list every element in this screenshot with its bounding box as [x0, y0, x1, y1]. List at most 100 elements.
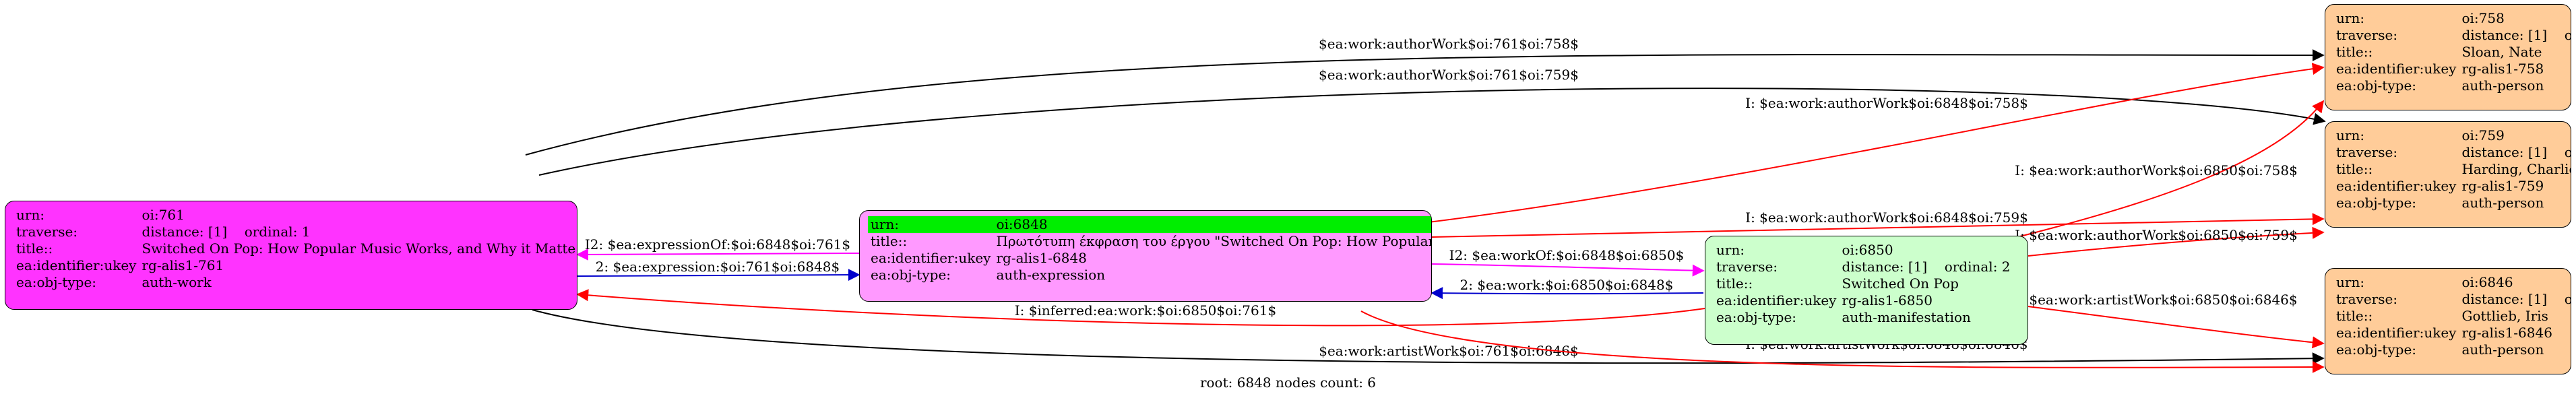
edge-label: I: $ea:work:authorWork$oi:6850$oi:758$	[2015, 162, 2298, 178]
field-value: auth-expression	[996, 267, 1106, 283]
node-759-table: urn: oi:759 traverse: distance: [1] ordina…	[2333, 127, 2571, 211]
field-value: oi:6846	[2461, 274, 2513, 290]
field-value: Switched On Pop	[1842, 275, 1959, 292]
edge-label: I2: $ea:expressionOf:$oi:6848$oi:761$	[585, 236, 850, 253]
edge-6848-759: I: $ea:work:authorWork$oi:6848$oi:759$	[1431, 209, 2325, 238]
edge-label: $ea:work:artistWork$oi:761$oi:6846$	[1319, 343, 1579, 359]
field-key: ea:obj-type:	[871, 267, 951, 283]
field-value: rg-alis1-759	[2461, 178, 2544, 194]
field-value: distance: [1]	[1842, 259, 1928, 275]
edge-761-6846: $ea:work:artistWork$oi:761$oi:6846$	[532, 309, 2325, 365]
field-value: oi:6848	[993, 216, 1431, 233]
field-key: title::	[2336, 308, 2373, 324]
edge-6850-6846: I: $ea:work:artistWork$oi:6850$oi:6846$	[2015, 292, 2325, 349]
field-value: Switched On Pop: How Popular Music Works…	[142, 240, 577, 257]
field-key: title::	[2336, 44, 2373, 60]
field-key: urn:	[1716, 242, 1745, 258]
field-value: rg-alis1-6850	[1842, 292, 1933, 308]
field-key: ea:obj-type:	[1716, 309, 1797, 325]
field-key: urn:	[2336, 274, 2365, 290]
node-6848-table: urn:oi:6848 title::Πρωτότυπη έκφραση του…	[868, 216, 1432, 284]
node-6846-table: urn:oi:6846 traverse:distance: [1] ordin…	[2333, 274, 2571, 358]
field-value: Πρωτότυπη έκφραση του έργου "Switched On…	[996, 233, 1432, 249]
field-key: urn:	[2336, 127, 2365, 143]
node-6850[interactable]: urn: oi:6850 traverse: distance: [1] ordin…	[1705, 236, 2028, 345]
node-759[interactable]: urn: oi:759 traverse: distance: [1] ordina…	[2325, 121, 2571, 228]
field-key: title::	[2336, 161, 2373, 177]
field-key: urn:	[2336, 10, 2365, 26]
edge-label: I: $ea:work:authorWork$oi:6848$oi:759$	[1745, 209, 2028, 226]
field-value: oi:758	[2461, 10, 2505, 26]
field-value: auth-person	[2461, 195, 2544, 211]
field-value: Sloan, Nate	[2461, 44, 2542, 60]
field-value: Gottlieb, Iris	[2461, 308, 2548, 324]
edge-6848-6850: I2: $ea:workOf:$oi:6848$oi:6850$	[1431, 247, 1705, 277]
field-key: ea:identifier:ukey	[16, 257, 137, 273]
field-value: auth-person	[2461, 77, 2544, 94]
field-key: title::	[16, 240, 53, 257]
field-key: ea:obj-type:	[2336, 195, 2417, 211]
field-key: urn:	[16, 207, 45, 223]
graph-footer: root: 6848 nodes count: 6	[1199, 374, 1377, 391]
edge-label: I: $ea:work:authorWork$oi:6850$oi:759$	[2015, 227, 2298, 243]
node-758[interactable]: urn:oi:758 traverse:distance: [1] ordina…	[2325, 4, 2571, 110]
field-value: auth-manifestation	[1842, 309, 1971, 325]
edge-label: 2: $ea:expression:$oi:761$oi:6848$	[596, 259, 840, 275]
edge-label: I: $inferred:ea:work:$oi:6850$oi:761$	[1015, 302, 1276, 319]
edge-label: $ea:work:authorWork$oi:761$oi:759$	[1319, 67, 1579, 83]
edge-label: 2: $ea:work:$oi:6850$oi:6848$	[1460, 277, 1674, 293]
field-value: rg-alis1-761	[142, 257, 224, 273]
edge-761-6848: 2: $ea:expression:$oi:761$oi:6848$	[577, 259, 860, 282]
edge-label: I: $ea:work:authorWork$oi:6848$oi:758$	[1745, 95, 2028, 111]
edge-label: I: $ea:work:artistWork$oi:6850$oi:6846$	[2015, 292, 2297, 308]
edge-6850-759: I: $ea:work:authorWork$oi:6850$oi:759$	[2015, 226, 2325, 257]
field-value: rg-alis1-6848	[996, 250, 1087, 266]
field-key: ea:obj-type:	[2336, 77, 2417, 94]
field-key: traverse:	[2336, 291, 2398, 307]
field-key: ea:identifier:ukey	[871, 250, 991, 266]
edge-6848-761: I2: $ea:expressionOf:$oi:6848$oi:761$	[576, 236, 860, 261]
field-value: rg-alis1-758	[2461, 61, 2544, 77]
edge-label: I2: $ea:workOf:$oi:6848$oi:6850$	[1449, 247, 1685, 263]
node-6850-table: urn: oi:6850 traverse: distance: [1] ordin…	[1714, 242, 2013, 326]
field-key: ea:identifier:ukey	[2336, 178, 2457, 194]
field-key: title::	[1716, 275, 1753, 292]
field-key: urn:	[868, 216, 994, 233]
edge-6850-761: I: $inferred:ea:work:$oi:6850$oi:761$	[576, 289, 1705, 327]
field-key: ea:obj-type:	[16, 274, 97, 290]
field-key: traverse:	[2336, 144, 2398, 160]
field-value: Harding, Charlie	[2461, 161, 2571, 177]
field-key: ea:identifier:ukey	[2336, 325, 2457, 341]
field-extra: ordinal: 2	[1944, 259, 2011, 275]
field-key: traverse:	[1716, 259, 1778, 275]
field-extra: ordinal: 3	[2565, 27, 2571, 43]
field-key: ea:obj-type:	[2336, 341, 2417, 358]
field-key: traverse:	[2336, 27, 2398, 43]
field-value: distance: [1]	[2461, 144, 2548, 160]
field-key: ea:identifier:ukey	[1716, 292, 1837, 308]
field-value: oi:6850	[1842, 242, 1893, 258]
edge-6850-758: I: $ea:work:authorWork$oi:6850$oi:758$	[2014, 100, 2325, 238]
field-key: traverse:	[16, 224, 78, 240]
field-value: oi:761	[142, 207, 185, 223]
edge-761-758: $ea:work:authorWork$oi:761$oi:758$	[525, 36, 2325, 156]
edge-6850-6848: 2: $ea:work:$oi:6850$oi:6848$	[1431, 277, 1704, 300]
field-value: distance: [1]	[142, 224, 228, 240]
node-6848[interactable]: urn:oi:6848 title::Πρωτότυπη έκφραση του…	[859, 210, 1432, 302]
field-value: auth-work	[142, 274, 212, 290]
field-extra: ordinal: 1	[244, 224, 311, 240]
field-extra: ordinal: 4	[2565, 144, 2571, 160]
field-extra: ordinal: 5	[2565, 291, 2571, 307]
node-6846[interactable]: urn:oi:6846 traverse:distance: [1] ordin…	[2325, 268, 2571, 374]
field-value: auth-person	[2461, 341, 2544, 358]
field-value: rg-alis1-6846	[2461, 325, 2552, 341]
field-key: title::	[871, 233, 908, 249]
edge-761-759: $ea:work:authorWork$oi:761$oi:759$	[538, 67, 2326, 176]
field-key: ea:identifier:ukey	[2336, 61, 2457, 77]
edge-6848-758: I: $ea:work:authorWork$oi:6848$oi:758$	[1428, 63, 2325, 223]
node-761[interactable]: urn: oi:761 traverse: distance: [1] ordina…	[5, 201, 577, 310]
node-761-table: urn: oi:761 traverse: distance: [1] ordina…	[13, 207, 577, 291]
field-value: oi:759	[2461, 127, 2505, 143]
edge-label: $ea:work:authorWork$oi:761$oi:758$	[1319, 36, 1579, 52]
